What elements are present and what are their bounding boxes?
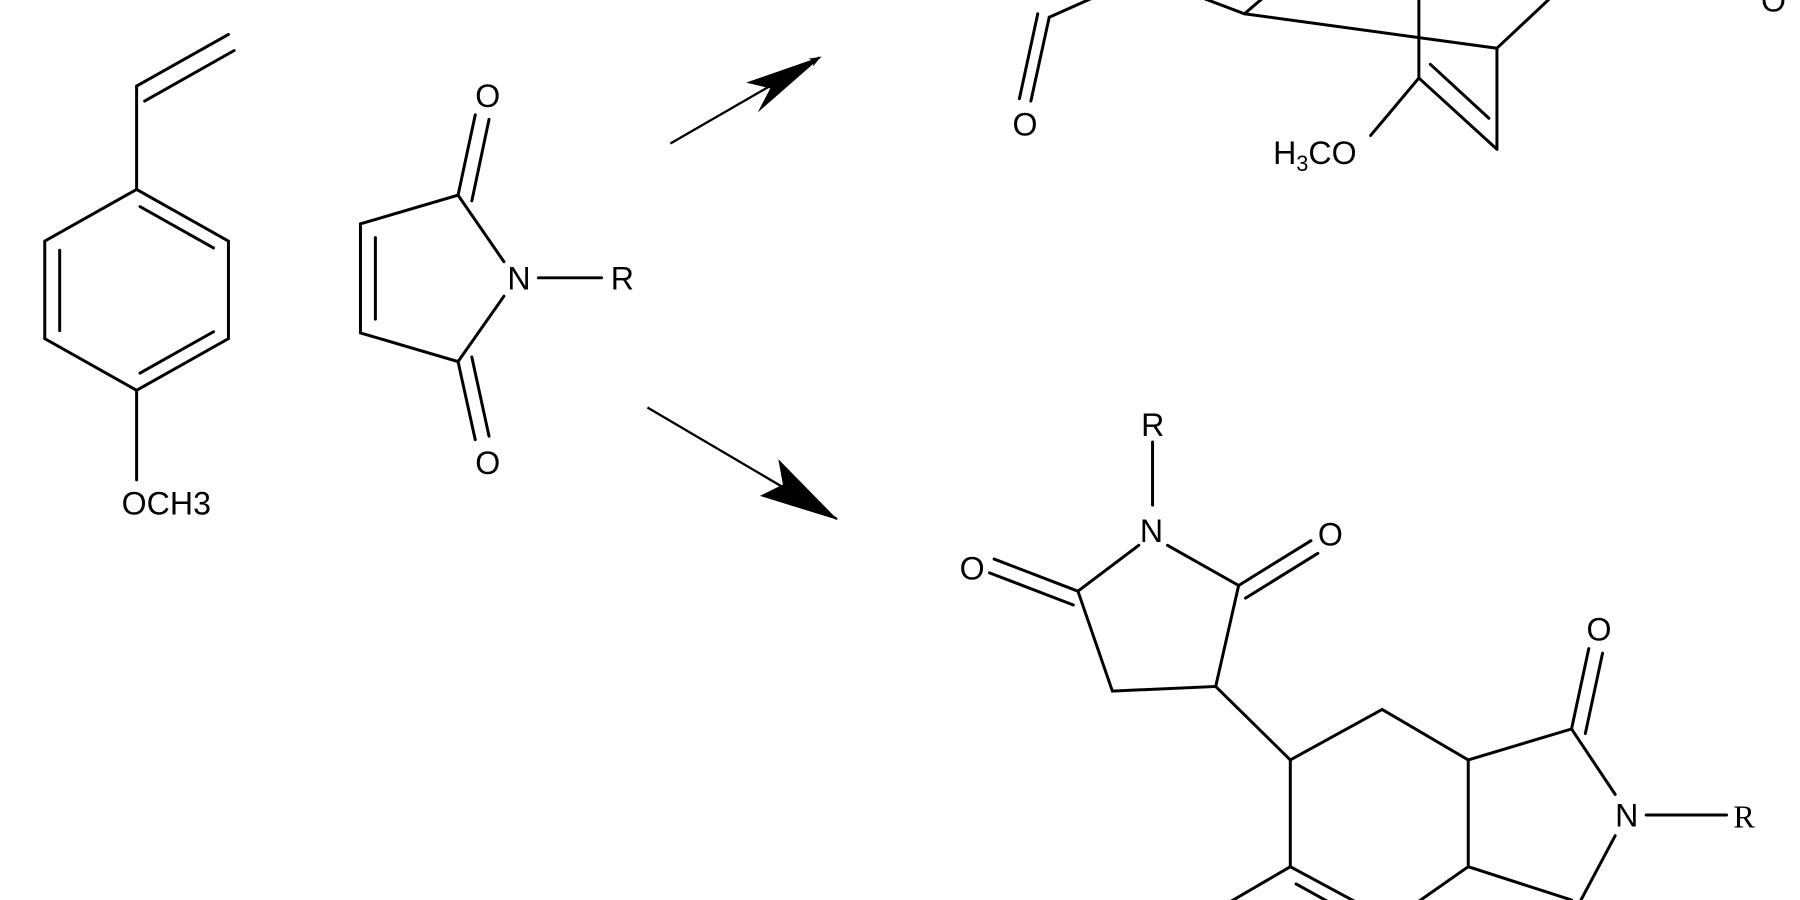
oxygen-label: O [1318,516,1343,552]
nitrogen-label: N [1140,513,1163,549]
methoxy-label: H3CO [1273,135,1357,176]
product-bis-adduct: R N O O O N R [960,407,1755,900]
arrow-head [746,56,822,113]
oxygen-label: O [1586,612,1611,648]
oxygen-label: O [960,551,985,587]
r-group-label: R [1733,799,1755,835]
product-diels-alder: O O H3CO [1013,0,1786,176]
nitrogen-label: N [1615,798,1638,834]
oxygen-label: O [475,445,500,481]
nitrogen-label: N [507,260,530,296]
methoxy-label: OCH3 [122,485,211,521]
reactant-maleimide: O O N R [358,78,634,481]
r-group-label: R [611,260,634,296]
oxygen-label: O [1761,0,1786,18]
r-group-label: R [1141,407,1164,443]
oxygen-label: O [475,78,500,114]
reactant-methoxystyrene: OCH3 [43,32,236,521]
arrow-head [759,459,839,521]
oxygen-label: O [1013,106,1038,142]
